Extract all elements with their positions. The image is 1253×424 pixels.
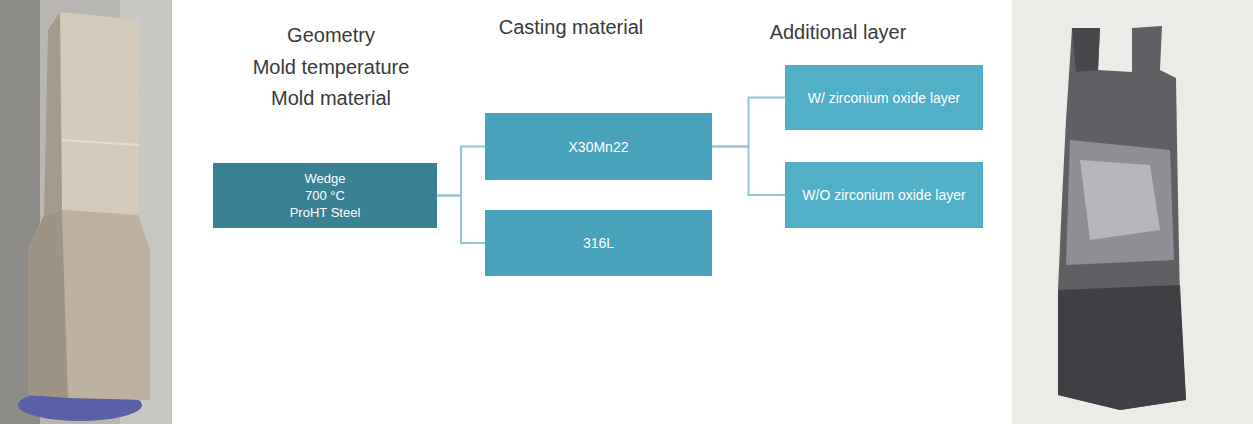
process-box: W/O zirconium oxide layer	[785, 162, 983, 228]
bracket-connector	[712, 147, 785, 196]
box-text: Wedge	[305, 170, 346, 187]
column-heading: Mold temperature	[253, 55, 410, 79]
mold-photo	[0, 0, 172, 424]
bracket-connector	[437, 147, 485, 196]
box-text: X30Mn22	[569, 138, 629, 156]
box-text: ProHT Steel	[290, 204, 361, 221]
column-heading: Mold material	[271, 86, 391, 110]
box-text: W/O zirconium oxide layer	[802, 186, 965, 204]
box-text: 316L	[583, 234, 614, 252]
column-heading: Casting material	[499, 15, 644, 39]
column-heading: Geometry	[287, 23, 375, 47]
box-text: 700 °C	[305, 187, 345, 204]
process-box: X30Mn22	[485, 113, 712, 180]
process-box: 316L	[485, 210, 712, 276]
casting-photo	[1012, 0, 1253, 424]
box-text: W/ zirconium oxide layer	[808, 89, 961, 107]
bracket-connector	[437, 196, 485, 244]
bracket-connector	[712, 98, 785, 147]
process-box: W/ zirconium oxide layer	[785, 65, 983, 130]
process-box: Wedge700 °CProHT Steel	[213, 163, 437, 228]
column-heading: Additional layer	[770, 20, 907, 44]
